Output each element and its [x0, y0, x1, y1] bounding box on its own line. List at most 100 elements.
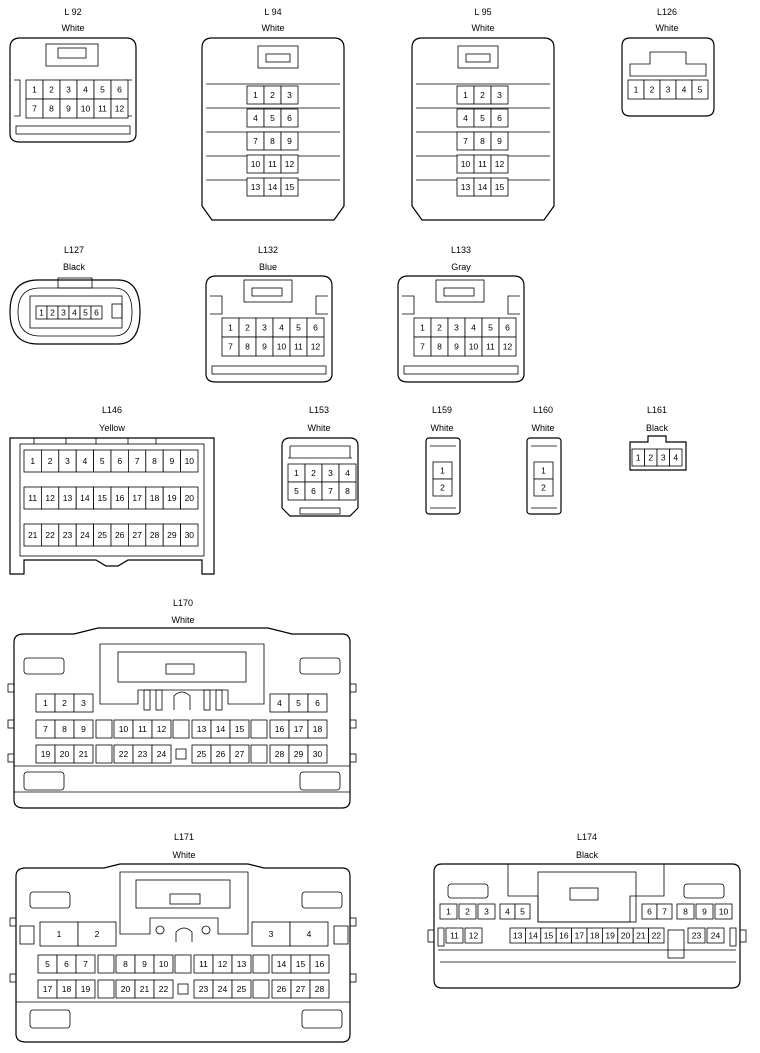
- pin-number: 8: [270, 136, 275, 146]
- connector-color: Black: [576, 850, 599, 860]
- pin-cavity: [75, 979, 96, 999]
- pin-number: 26: [277, 984, 287, 994]
- pin-number: 1: [440, 466, 445, 476]
- pin-number: 5: [100, 85, 105, 95]
- pin-number: 23: [63, 530, 73, 540]
- pin-number: 21: [79, 749, 89, 759]
- pin-number: 22: [652, 931, 662, 941]
- pin-number: 9: [454, 342, 459, 352]
- pin-number: 10: [185, 456, 195, 466]
- pin-number: 5: [45, 959, 50, 969]
- pin-number: 24: [711, 931, 721, 941]
- pin-cavity: [280, 85, 299, 105]
- pin-number: 22: [119, 749, 129, 759]
- pin-cavity: [231, 954, 252, 974]
- pin-number: 2: [245, 323, 250, 333]
- pin-number: 3: [666, 85, 671, 95]
- pin-number: 12: [45, 493, 55, 503]
- pin-number: 19: [41, 749, 51, 759]
- pin-cavity: [73, 719, 94, 739]
- connector-housing: [411, 37, 555, 221]
- pin-number: 21: [636, 931, 646, 941]
- pin-cavity: [432, 478, 453, 497]
- pin-number: 5: [294, 486, 299, 496]
- pin-number: 11: [450, 931, 459, 941]
- empty-cavity: [250, 719, 268, 739]
- pin-number: 16: [315, 959, 325, 969]
- pin-number: 11: [138, 724, 147, 734]
- pin-number: 29: [294, 749, 304, 759]
- pin-number: 8: [245, 342, 250, 352]
- pin-number: 5: [83, 308, 88, 318]
- connector-id: L 95: [474, 7, 491, 17]
- pin-number: 6: [94, 308, 99, 318]
- pin-cavity: [289, 921, 329, 947]
- pin-number: 10: [159, 959, 169, 969]
- pin-number: 1: [57, 929, 62, 939]
- pin-number: 24: [157, 749, 167, 759]
- pin-number: 4: [72, 308, 77, 318]
- pin-number: 17: [43, 984, 53, 994]
- pin-number: 11: [28, 493, 37, 503]
- pin-cavity: [180, 449, 199, 473]
- connector-id: L 94: [264, 7, 281, 17]
- pin-cavity: [307, 719, 328, 739]
- pin-number: 6: [64, 959, 69, 969]
- pin-cavity: [90, 305, 103, 320]
- pin-number: 1: [541, 466, 546, 476]
- pin-number: 8: [49, 104, 54, 114]
- empty-cavity: [250, 744, 268, 764]
- pin-cavity: [490, 108, 509, 128]
- pin-cavity: [153, 979, 174, 999]
- connector-housing: [15, 863, 351, 1043]
- pin-number: 7: [43, 724, 48, 734]
- connector-id: L170: [173, 598, 193, 608]
- pin-number: 2: [49, 85, 54, 95]
- pin-number: 19: [81, 984, 91, 994]
- pin-number: 10: [461, 159, 471, 169]
- pin-number: 1: [253, 90, 258, 100]
- pin-number: 4: [682, 85, 687, 95]
- pin-number: 16: [559, 931, 569, 941]
- pin-number: 6: [315, 698, 320, 708]
- pin-cavity: [73, 693, 94, 713]
- pin-number: 24: [80, 530, 90, 540]
- pin-number: 11: [98, 104, 107, 114]
- pin-number: 12: [495, 159, 505, 169]
- pin-cavity: [306, 336, 325, 357]
- connector-l160: L160 White 12: [526, 405, 562, 515]
- connector-color: White: [471, 23, 494, 33]
- pin-number: 3: [66, 85, 71, 95]
- pin-number: 11: [294, 342, 303, 352]
- pin-cavity: [439, 903, 458, 920]
- pin-number: 9: [497, 136, 502, 146]
- pin-number: 1: [30, 456, 35, 466]
- pin-number: 3: [269, 929, 274, 939]
- pin-cavity: [307, 693, 328, 713]
- pin-number: 30: [185, 530, 195, 540]
- pin-cavity: [229, 719, 250, 739]
- pin-number: 9: [81, 724, 86, 734]
- pin-number: 2: [270, 90, 275, 100]
- pin-cavity: [307, 744, 328, 764]
- pin-number: 8: [152, 456, 157, 466]
- pin-cavity: [153, 954, 174, 974]
- pin-number: 4: [673, 453, 678, 463]
- pin-number: 4: [277, 698, 282, 708]
- pin-cavity: [151, 744, 172, 764]
- empty-cavity: [97, 954, 115, 974]
- pin-number: 20: [621, 931, 631, 941]
- pin-cavity: [490, 154, 509, 174]
- pin-number: 6: [287, 113, 292, 123]
- pin-number: 15: [544, 931, 554, 941]
- pin-number: 25: [98, 530, 108, 540]
- empty-cavity: [252, 954, 270, 974]
- pin-number: 2: [62, 698, 67, 708]
- connector-color: White: [655, 23, 678, 33]
- pin-cavity: [533, 478, 554, 497]
- pin-cavity: [231, 979, 252, 999]
- pin-number: 13: [251, 182, 261, 192]
